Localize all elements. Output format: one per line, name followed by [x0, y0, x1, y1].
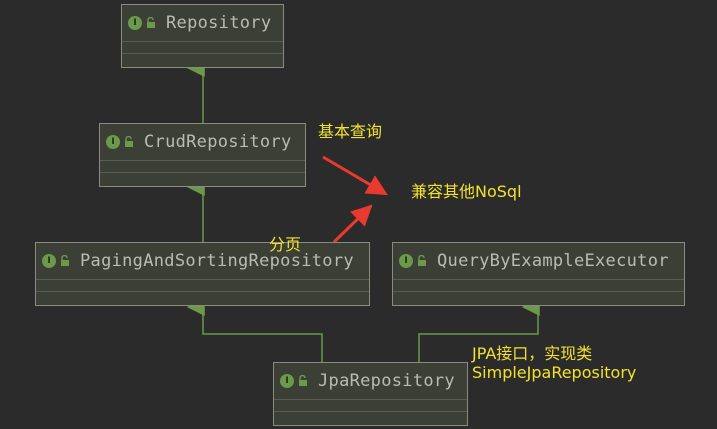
annotation-arrow-crud — [322, 155, 388, 196]
interface-icon: I — [42, 254, 56, 268]
unlock-icon — [125, 136, 133, 147]
unlock-icon — [61, 255, 69, 266]
node-jpa-repository[interactable]: I JpaRepository — [273, 362, 468, 426]
node-crud-repository[interactable]: I CrudRepository — [99, 123, 306, 187]
interface-icon: I — [106, 135, 120, 149]
node-title: Repository — [166, 13, 272, 33]
node-repository[interactable]: I Repository — [121, 4, 284, 68]
unlock-icon — [299, 375, 307, 386]
interface-icon: I — [128, 16, 142, 30]
interface-icon: I — [399, 254, 413, 268]
edge-jpa-to-paging — [186, 298, 323, 363]
node-title: CrudRepository — [144, 132, 292, 152]
annotation-nosql-compat: 兼容其他NoSql — [411, 182, 522, 201]
node-title: QueryByExampleExecutor — [437, 251, 669, 271]
annotation-jpa-line2: SimpleJpaRepository — [472, 363, 637, 382]
node-query-by-example-executor[interactable]: I QueryByExampleExecutor — [392, 242, 685, 306]
node-title: JpaRepository — [318, 371, 455, 391]
unlock-icon — [147, 17, 155, 28]
annotation-paging: 分页 — [269, 235, 302, 254]
node-title: PagingAndSortingRepository — [80, 251, 354, 271]
annotation-jpa-line1: JPA接口，实现类 — [472, 344, 593, 363]
annotation-arrow-paging — [332, 204, 373, 244]
unlock-icon — [418, 255, 426, 266]
node-paging-and-sorting-repository[interactable]: I PagingAndSortingRepository — [35, 242, 370, 306]
annotation-basic-query: 基本查询 — [318, 122, 383, 141]
edge-jpa-to-qbe — [418, 298, 540, 363]
interface-icon: I — [280, 374, 294, 388]
